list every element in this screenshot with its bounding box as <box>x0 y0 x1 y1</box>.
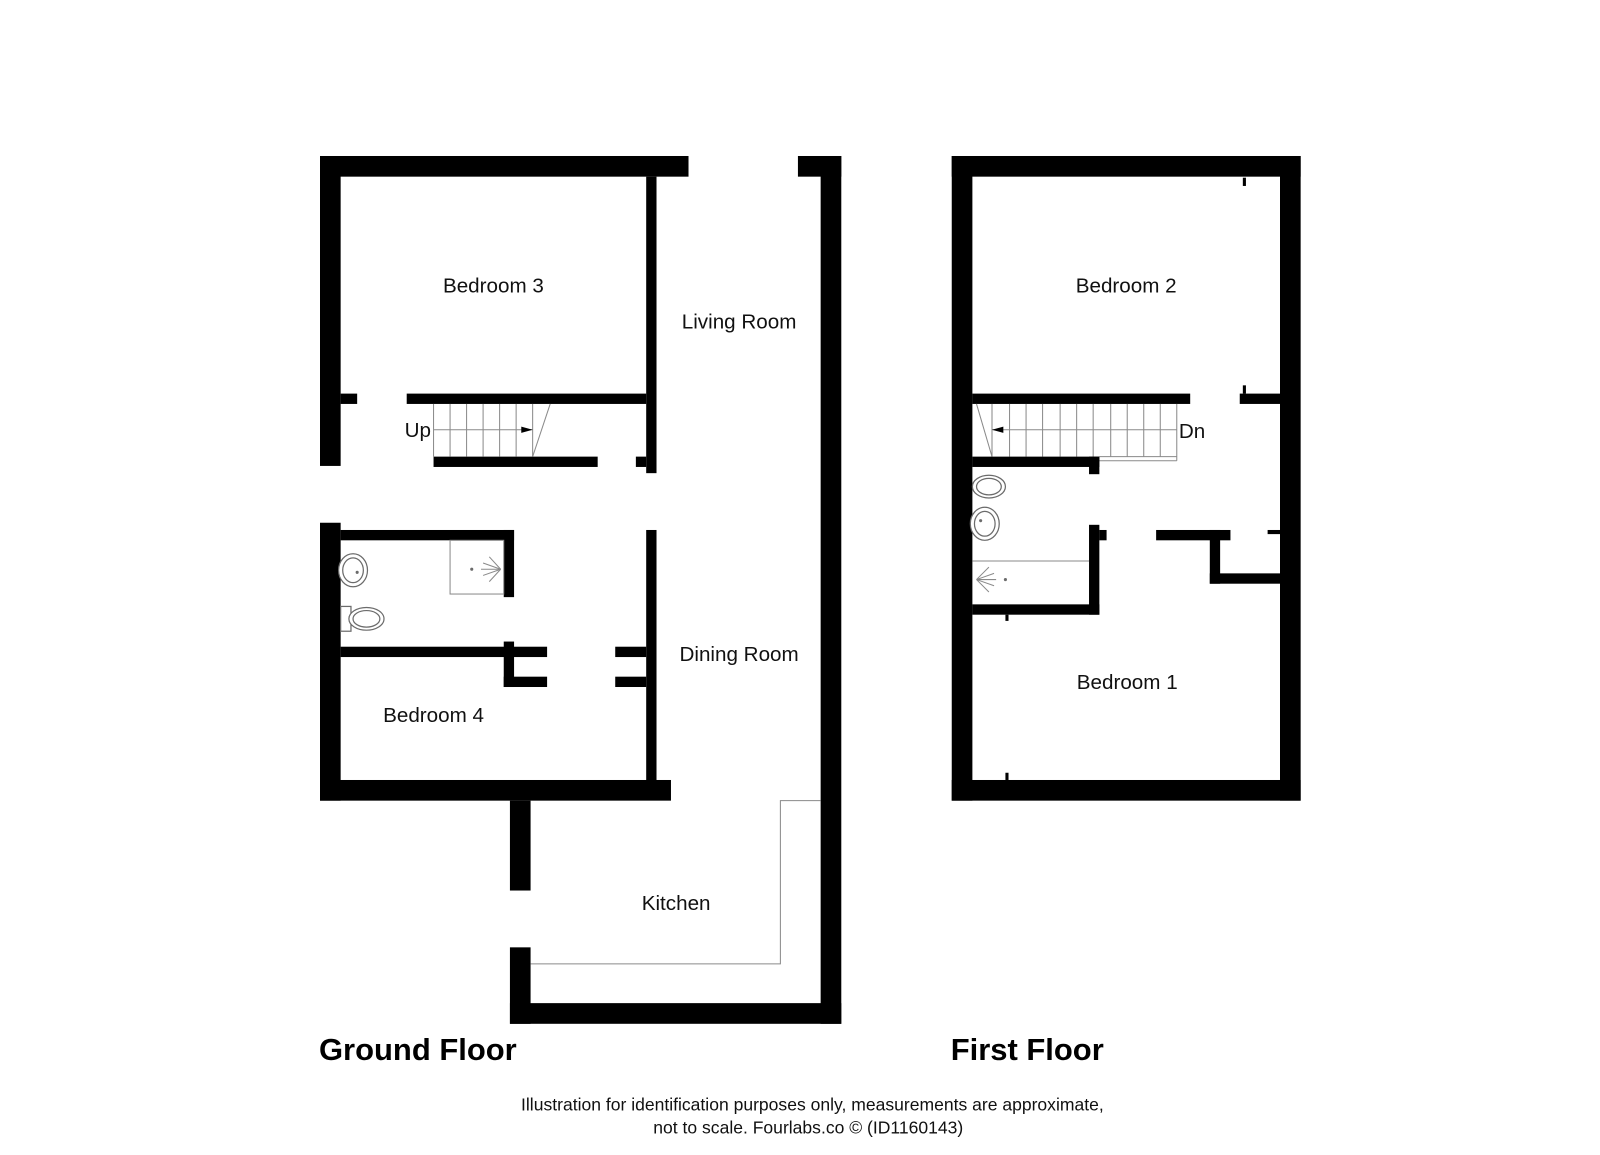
toilet-icon <box>971 474 1007 499</box>
shower-tray <box>449 539 505 595</box>
wall <box>1242 385 1246 394</box>
first-floor-plan: Bedroom 2 Bedroom 1 Dn <box>951 155 1301 801</box>
wall <box>406 393 647 404</box>
wall <box>503 529 515 598</box>
room-label-bedroom-1: Bedroom 1 <box>1077 671 1178 694</box>
wall <box>1005 614 1009 621</box>
wall <box>1099 529 1107 541</box>
staircase <box>976 403 1178 462</box>
room-label-living-room: Living Room <box>682 311 797 334</box>
wall <box>951 155 973 801</box>
wall <box>509 1003 842 1024</box>
shower-head-icon <box>976 566 1007 593</box>
wall <box>340 529 515 541</box>
wall <box>1239 393 1280 404</box>
wall <box>951 155 1301 177</box>
wall <box>1209 573 1280 584</box>
wall <box>615 676 647 688</box>
wall <box>1280 155 1301 801</box>
wall <box>1209 529 1221 584</box>
wall <box>646 529 657 784</box>
wall <box>320 779 671 801</box>
room-label-kitchen: Kitchen <box>642 892 711 915</box>
room-label-bedroom-2: Bedroom 2 <box>1076 274 1177 297</box>
wall <box>509 800 531 891</box>
wall <box>503 641 515 688</box>
wall <box>1242 177 1246 186</box>
wall <box>340 646 548 658</box>
wall <box>635 456 647 467</box>
wall <box>340 393 358 404</box>
wall <box>972 456 1100 467</box>
wall <box>433 456 598 467</box>
ground-floor-plan: Bedroom 3 Living Room Dining Room Bedroo… <box>320 155 842 1024</box>
floor-title-first: First Floor <box>951 1032 1104 1067</box>
wall <box>1267 529 1280 535</box>
room-label-bedroom-3: Bedroom 3 <box>443 274 544 297</box>
wall <box>320 522 341 801</box>
wall <box>951 779 1301 801</box>
kitchen-worktop <box>530 800 821 965</box>
toilet-icon <box>340 605 385 632</box>
washbasin-icon <box>337 553 369 588</box>
arrow-right-icon <box>521 426 533 433</box>
arrow-left-icon <box>992 426 1004 433</box>
wall <box>1005 772 1009 780</box>
wall <box>615 646 647 658</box>
wall <box>1089 456 1100 475</box>
wall <box>972 393 1191 404</box>
room-label-dining-room: Dining Room <box>679 643 798 666</box>
disclaimer-line-1: Illustration for identification purposes… <box>521 1095 1104 1115</box>
floor-title-ground: Ground Floor <box>319 1032 517 1067</box>
wall <box>503 676 548 688</box>
wall <box>646 176 657 474</box>
disclaimer-line-2: not to scale. Fourlabs.co © (ID1160143) <box>653 1117 963 1137</box>
wall <box>320 155 341 466</box>
washbasin-icon <box>969 506 1000 541</box>
wall <box>1089 524 1100 615</box>
staircase <box>433 403 551 457</box>
stairs-label-up: Up <box>405 419 431 442</box>
stairs-label-down: Dn <box>1179 420 1205 443</box>
wall <box>320 155 689 177</box>
wall <box>972 604 1100 615</box>
wall <box>820 155 842 1024</box>
wall <box>1156 529 1231 541</box>
room-label-bedroom-4: Bedroom 4 <box>383 704 484 727</box>
